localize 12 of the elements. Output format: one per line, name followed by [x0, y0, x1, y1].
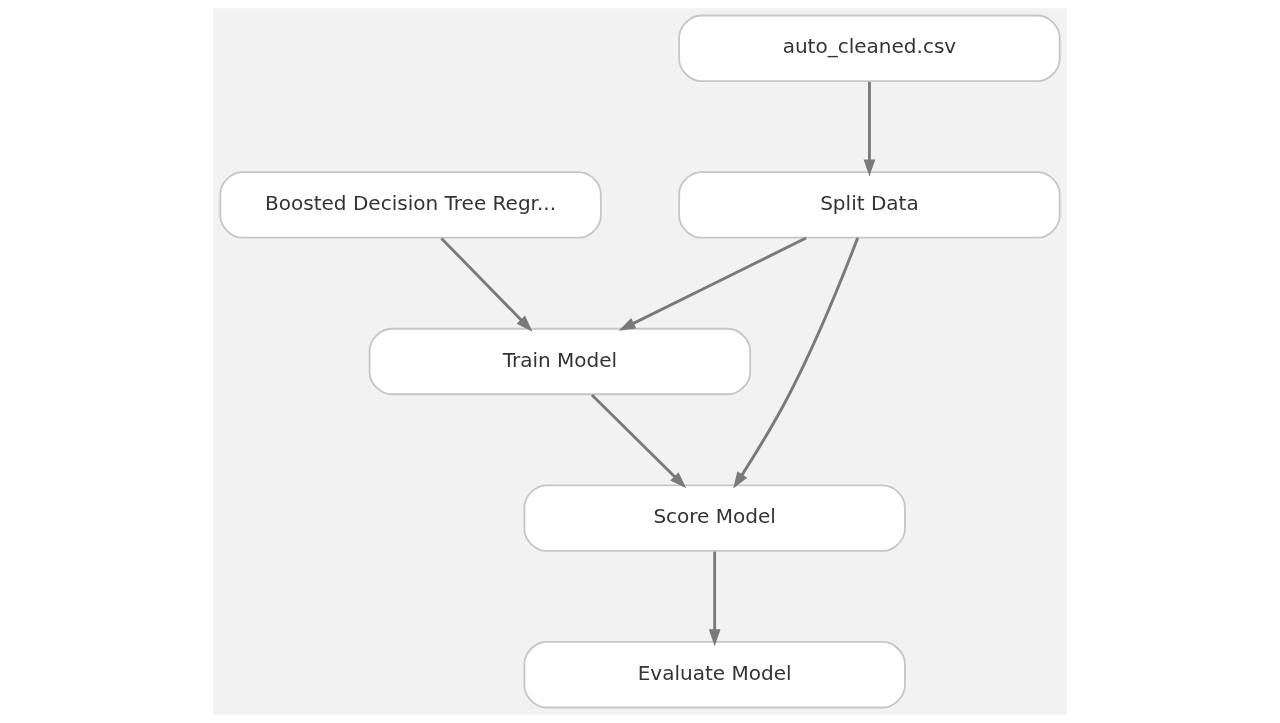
arrow — [590, 393, 687, 489]
arrow — [733, 237, 860, 489]
node-box: Boosted Decision Tree Regr... — [219, 171, 602, 239]
arrow — [440, 237, 533, 332]
node-box: Train Model — [368, 327, 752, 396]
arrow — [618, 236, 807, 331]
node-box: Evaluate Model — [523, 641, 906, 709]
arrow — [708, 551, 721, 647]
node-box: auto_cleaned.csv — [678, 14, 1061, 82]
node-box: Score Model — [523, 484, 906, 552]
arrow — [863, 81, 876, 177]
node-box: Split Data — [678, 171, 1061, 239]
